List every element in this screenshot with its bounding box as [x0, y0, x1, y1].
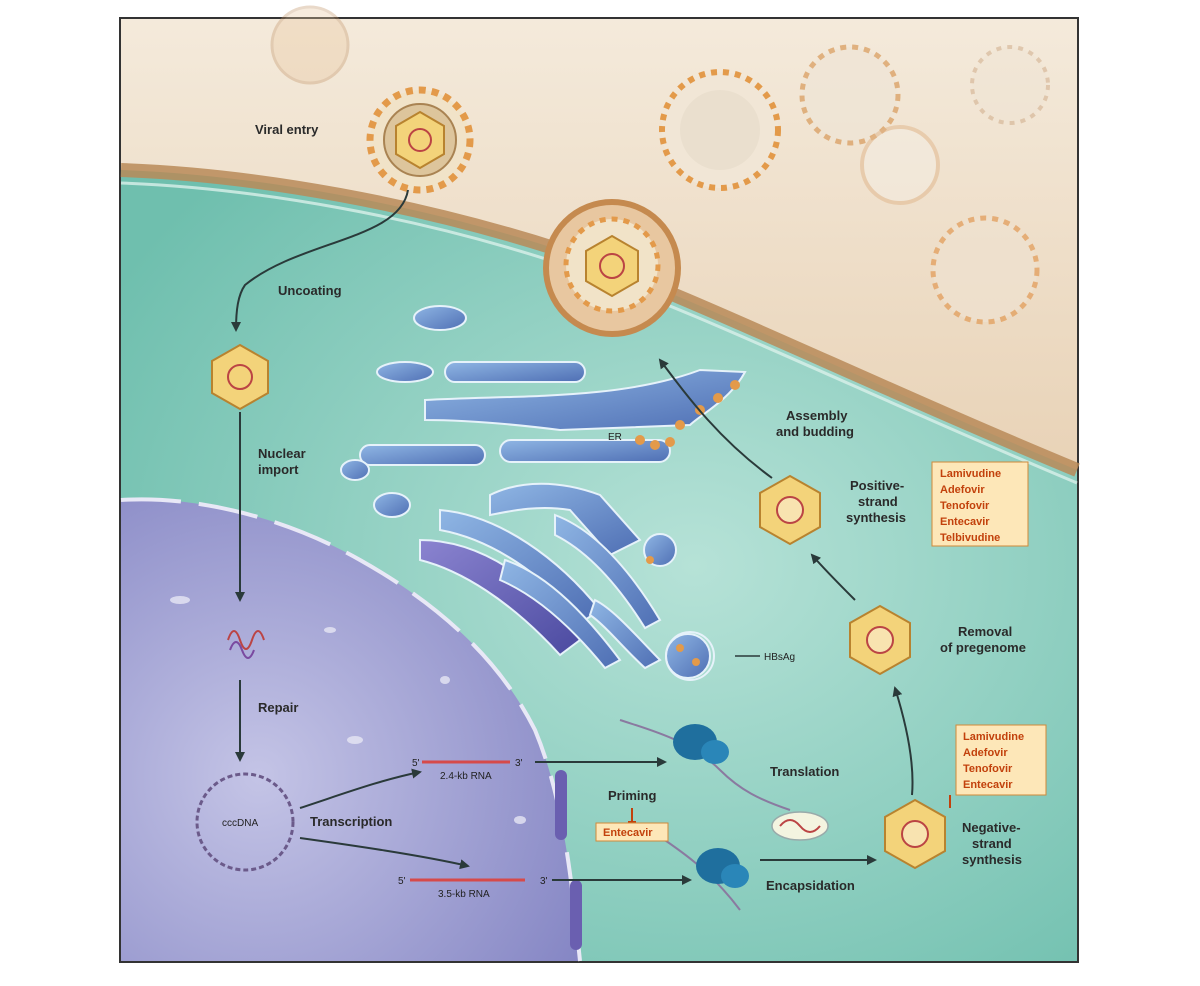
virion-entering	[366, 86, 474, 194]
pathway-arrows	[231, 189, 951, 885]
arrow-transcription-small	[299, 768, 422, 809]
virion-extracellular-4	[970, 45, 1050, 125]
virion-budding	[543, 199, 681, 337]
nuclear-debris	[170, 596, 526, 824]
label-positive-line2: strand	[858, 494, 898, 509]
capsid-positive-strand	[759, 474, 821, 546]
label-rna-large-5prime: 5'	[398, 876, 406, 887]
drug-positive-4: Telbivudine	[940, 532, 1000, 544]
figure-frame	[119, 17, 1079, 963]
rcdna-squiggle	[227, 630, 265, 659]
label-positive-line1: Positive-	[850, 478, 904, 493]
virion-extracellular-1	[659, 69, 781, 191]
label-rna-large: 3.5-kb RNA	[438, 889, 490, 900]
label-priming: Priming	[608, 788, 656, 803]
arrow-to-removal	[892, 686, 914, 796]
label-assembly-line2: and budding	[776, 424, 854, 439]
label-negative-line3: synthesis	[962, 852, 1022, 867]
virion-extracellular-2	[799, 44, 901, 146]
rna-transcripts	[410, 760, 525, 882]
label-removal-line1: Removal	[958, 624, 1012, 639]
arrow-uncoating	[231, 189, 409, 332]
arrow-transcription-large	[299, 837, 470, 870]
virion-ghost-1	[270, 5, 350, 85]
capsid-negative-strand	[884, 798, 946, 870]
nucleus	[121, 499, 580, 961]
virion-extracellular-5	[930, 215, 1040, 325]
label-nuclear-import-line2: import	[258, 462, 299, 477]
label-uncoating: Uncoating	[278, 283, 342, 298]
drug-negative-2: Tenofovir	[963, 763, 1013, 775]
label-transcription: Transcription	[310, 814, 392, 829]
virion-extracellular-3	[860, 125, 940, 205]
label-rna-small-3prime: 3'	[515, 758, 523, 769]
drug-negative-1: Adefovir	[963, 747, 1008, 759]
drug-box-positive-strand: Lamivudine Adefovir Tenofovir Entecavir …	[931, 461, 1029, 547]
label-assembly-line1: Assembly	[786, 408, 848, 423]
ribosome-translation	[619, 719, 791, 811]
drug-negative-0: Lamivudine	[963, 731, 1024, 743]
drug-positive-2: Tenofovir	[940, 500, 990, 512]
hbsag-vesicle	[665, 631, 715, 681]
label-hbsag: HBsAg	[764, 652, 795, 663]
label-rna-small-5prime: 5'	[412, 758, 420, 769]
pregenome-complex	[771, 811, 829, 841]
drug-box-negative-strand: Lamivudine Adefovir Tenofovir Entecavir	[955, 724, 1047, 796]
capsid-removal	[849, 604, 911, 676]
label-positive-line3: synthesis	[846, 510, 906, 525]
drug-positive-1: Adefovir	[940, 484, 985, 496]
drug-positive-3: Entecavir	[940, 516, 990, 528]
label-removal-line2: of pregenome	[940, 640, 1026, 655]
nuclear-pores	[555, 770, 582, 950]
label-negative-line2: strand	[972, 836, 1012, 851]
label-repair: Repair	[258, 700, 298, 715]
arrow-to-assembly	[658, 358, 773, 479]
label-er: ER	[608, 432, 622, 443]
drug-negative-3: Entecavir	[963, 779, 1013, 791]
endoplasmic-reticulum	[340, 305, 747, 679]
drug-box-priming: Entecavir	[595, 822, 669, 842]
label-nuclear-import-line1: Nuclear	[258, 446, 306, 461]
label-rna-large-3prime: 3'	[540, 876, 548, 887]
cccdna-circle	[195, 772, 295, 872]
capsid-uncoated	[211, 343, 269, 411]
label-rna-small: 2.4-kb RNA	[440, 771, 492, 782]
label-encapsidation: Encapsidation	[766, 878, 855, 893]
label-translation: Translation	[770, 764, 839, 779]
label-cccdna: cccDNA	[222, 818, 258, 829]
drug-positive-0: Lamivudine	[940, 468, 1001, 480]
drug-priming-0: Entecavir	[603, 827, 653, 839]
label-viral-entry: Viral entry	[255, 122, 319, 137]
label-negative-line1: Negative-	[962, 820, 1021, 835]
arrow-to-positive-strand	[810, 553, 856, 601]
